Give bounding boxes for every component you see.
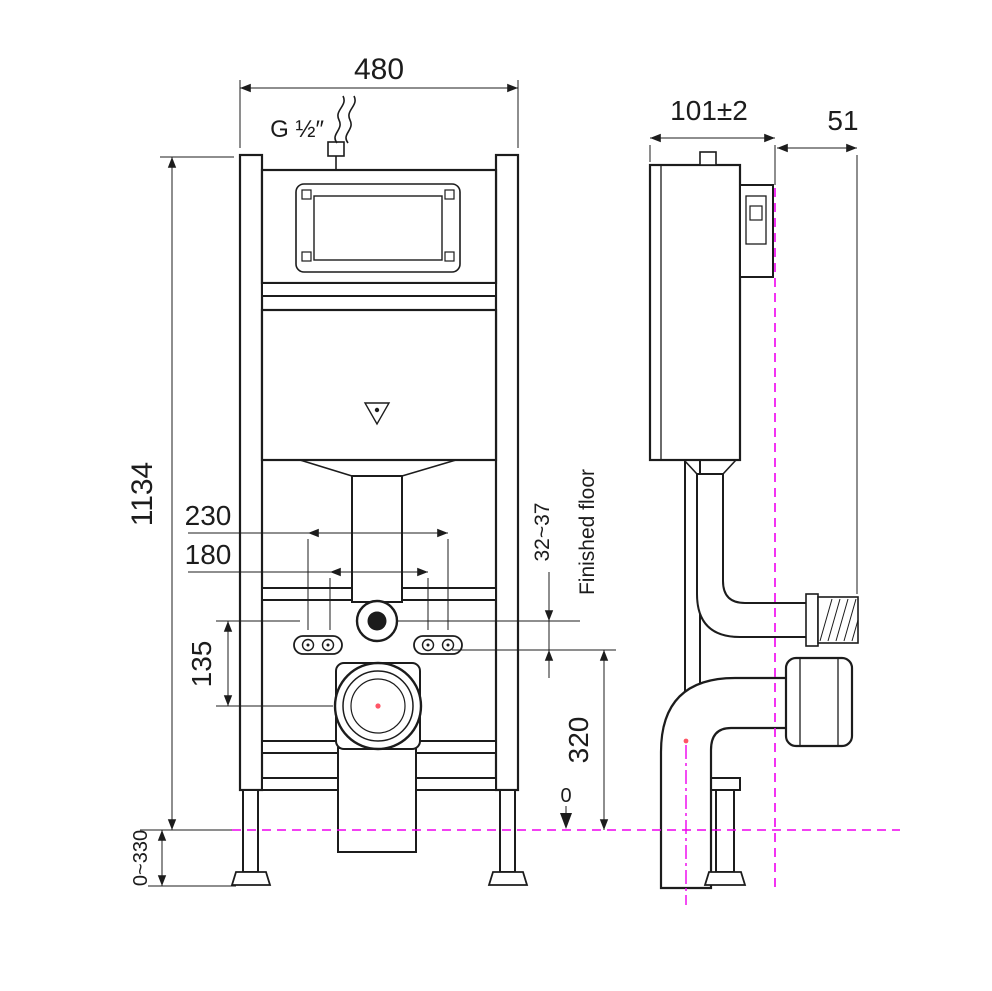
dim-overall-height-label: 1134 (126, 462, 159, 527)
front-dimensions (140, 80, 616, 887)
water-inlet-stub (327, 141, 345, 170)
dim-front-offset-label: 51 (827, 105, 858, 136)
dim-connector-offset (216, 620, 333, 707)
flush-connector-threaded-end (805, 593, 859, 647)
drain-box (337, 747, 417, 853)
dim-overall-height (140, 156, 234, 831)
waste-bell-socket (784, 656, 854, 748)
mounting-bracket-right (413, 635, 463, 655)
flush-pipe (351, 475, 403, 603)
dim-fixing-span-outer (188, 528, 449, 630)
flush-pipe-side (683, 459, 811, 638)
dim-leg-adjustment (148, 830, 236, 887)
dim-floor-band-label: 32~37 (531, 503, 554, 562)
dim-front-offset (777, 143, 858, 594)
dim-depth (649, 133, 776, 185)
waste-center-mark (375, 703, 381, 709)
datum-zero-marker (560, 806, 572, 829)
flush-pipe-connector (355, 599, 399, 643)
flexible-hose-icon (334, 95, 356, 144)
dim-overall-width (239, 80, 519, 148)
leg-side (715, 789, 735, 873)
datum-zero-label: 0 (560, 785, 571, 807)
frame-rail-left (238, 153, 264, 792)
water-level-mark-icon (363, 402, 391, 426)
dim-floor-band (397, 572, 616, 678)
dim-connector-offset-label: 135 (186, 641, 217, 688)
finished-floor-label: Finished floor (576, 469, 599, 595)
waste-outlet (333, 661, 423, 751)
crossbar-upper (261, 282, 497, 297)
front-view (230, 95, 529, 886)
dim-overall-width-label: 480 (354, 53, 404, 86)
leg-left (242, 789, 259, 873)
cistern-funnel (299, 459, 457, 477)
dim-fixing-span-outer-label: 230 (185, 500, 232, 531)
side-view (648, 151, 859, 890)
cistern-tank (260, 308, 498, 462)
dim-depth-label: 101±2 (670, 95, 748, 126)
reference-lines (232, 188, 900, 905)
flush-plate-side (739, 184, 774, 278)
elbow-center-mark (683, 738, 689, 744)
foot-right (487, 871, 529, 886)
side-dimensions (649, 133, 858, 594)
frame-rail-right (494, 153, 520, 792)
flush-plate-access-box (260, 168, 498, 285)
waste-elbow-pipe (659, 676, 790, 890)
dim-outlet-height-label: 320 (563, 717, 594, 764)
leg-right (499, 789, 516, 873)
dim-leg-adjustment-label: 0~330 (130, 830, 152, 886)
dim-fixing-span-inner-label: 180 (185, 539, 232, 570)
foot-left (230, 871, 272, 886)
cistern-side-profile (648, 151, 742, 462)
labels: 480 G ½″ 1134 230 180 135 0~330 32~37 Fi… (126, 53, 859, 886)
inlet-thread-label: G ½″ (270, 116, 324, 143)
mounting-bracket-left (293, 635, 343, 655)
foot-side (703, 871, 747, 886)
dim-fixing-span-inner (188, 567, 429, 630)
